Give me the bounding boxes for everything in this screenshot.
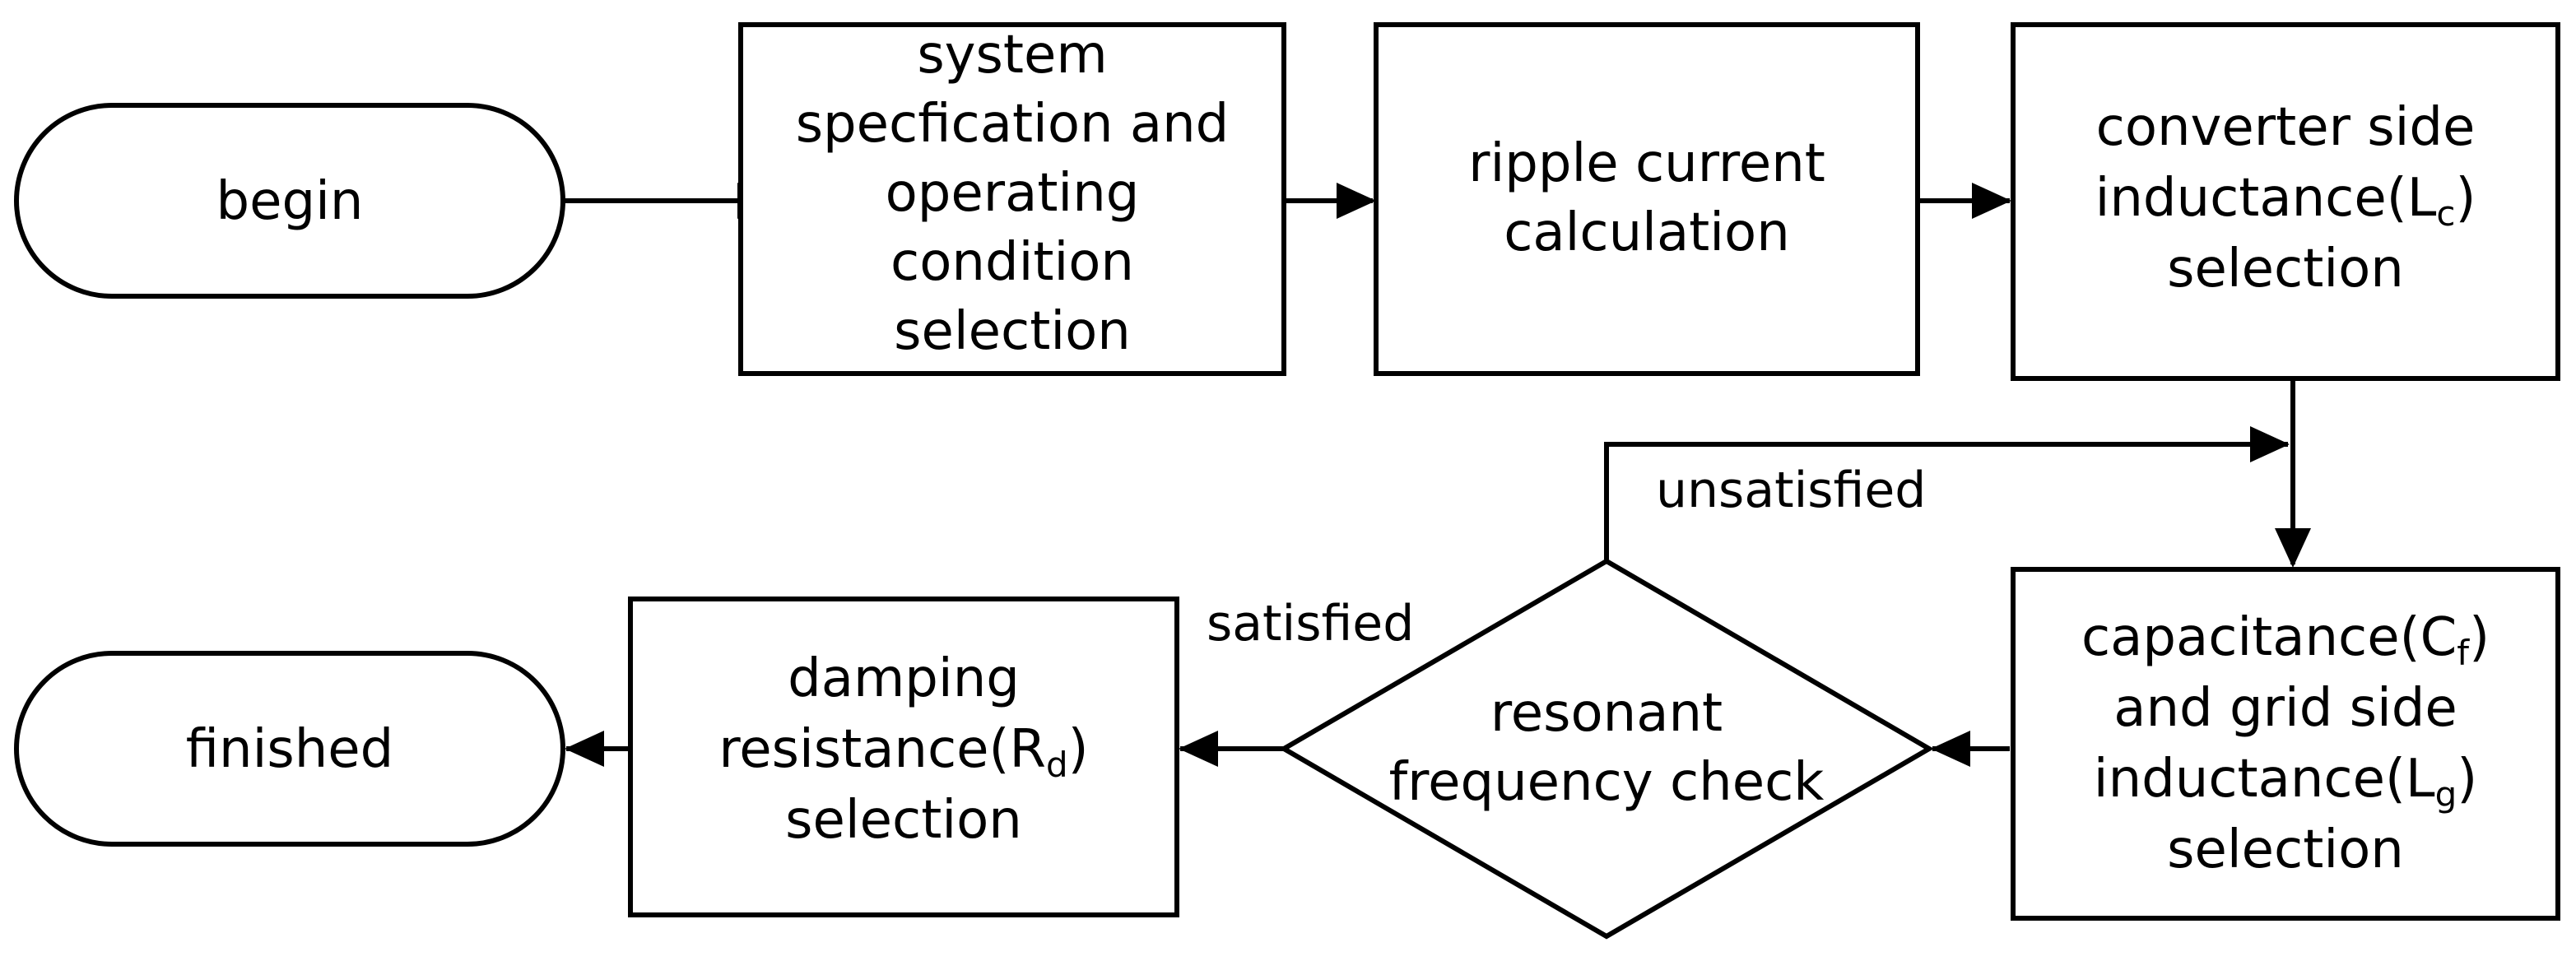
cf-lg-line-1-end: ) xyxy=(2469,607,2490,668)
lc-box xyxy=(2011,22,2560,381)
edge-label-satisfied: satisfied xyxy=(1207,595,1414,652)
ripple-line-1: ripple current xyxy=(1468,133,1825,194)
cf-lg-line-1: capacitance(Cf) xyxy=(2081,607,2490,673)
resonant-node: resonant frequency check xyxy=(1279,558,1934,940)
system-spec-box xyxy=(738,22,1286,376)
rd-box xyxy=(628,597,1179,917)
edges xyxy=(563,198,2295,751)
cf-lg-line-3: inductance(Lg) xyxy=(2094,749,2477,815)
rd-line-3: selection xyxy=(785,790,1022,851)
rd-line-1: damping xyxy=(788,648,1020,709)
cf-lg-box xyxy=(2011,567,2560,921)
resonant-line-1: resonant xyxy=(1490,683,1723,744)
arrowhead-finished xyxy=(565,731,604,767)
cf-lg-line-3-sub: g xyxy=(2435,774,2457,815)
cf-lg-line-4: selection xyxy=(2167,819,2404,880)
edge-label-unsatisfied: unsatisfied xyxy=(1656,462,1926,519)
lc-line-2-text: inductance(L xyxy=(2095,168,2437,229)
system-spec-line-5: selection xyxy=(894,301,1131,362)
rd-line-2-sub: d xyxy=(1046,745,1068,785)
ripple-line-2: calculation xyxy=(1504,202,1790,263)
lc-line-2: inductance(Lc) xyxy=(2095,168,2476,234)
ripple-node: ripple current calculation xyxy=(1374,22,1920,376)
finished-label: finished xyxy=(186,719,394,780)
cf-lg-node: capacitance(Cf) and grid side inductance… xyxy=(2011,567,2560,921)
lc-line-2-end: ) xyxy=(2455,168,2476,229)
lc-line-1: converter side xyxy=(2096,97,2476,158)
system-spec-line-1: system xyxy=(917,25,1107,86)
arrowhead-loop xyxy=(2250,426,2290,462)
cf-lg-line-1-text: capacitance(C xyxy=(2081,607,2457,668)
resonant-line-2: frequency check xyxy=(1389,752,1825,813)
resonant-decision-diamond xyxy=(1279,558,1934,940)
cf-lg-line-2: and grid side xyxy=(2113,678,2457,739)
rd-line-2-end: ) xyxy=(1068,719,1089,780)
rd-line-2: resistance(Rd) xyxy=(718,719,1088,785)
arrowhead-resonant xyxy=(1931,731,1970,767)
rd-line-2-text: resistance(R xyxy=(718,719,1046,780)
lc-line-3: selection xyxy=(2167,239,2404,299)
arrowhead-cf xyxy=(2275,528,2311,568)
begin-label: begin xyxy=(216,171,364,232)
system-spec-node: system specfication and operating condit… xyxy=(738,22,1286,376)
system-spec-line-3: operating xyxy=(886,163,1140,224)
lc-node: converter side inductance(Lc) selection xyxy=(2011,22,2560,381)
finished-node: finished xyxy=(14,651,565,847)
cf-lg-line-3-text: inductance(L xyxy=(2094,749,2435,810)
rd-node: damping resistance(Rd) selection xyxy=(628,597,1179,917)
system-spec-line-4: condition xyxy=(890,232,1134,293)
arrowhead-ripple xyxy=(1337,183,1376,219)
lc-line-2-sub: c xyxy=(2436,193,2455,234)
edge-unsatisfied-loop xyxy=(1604,442,2288,559)
begin-terminal-shape xyxy=(14,103,565,299)
cf-lg-line-1-sub: f xyxy=(2457,633,2470,673)
ripple-box xyxy=(1374,22,1920,376)
finished-terminal-shape xyxy=(14,651,565,847)
system-spec-line-2: specfication and xyxy=(796,94,1230,155)
arrowhead-rd xyxy=(1179,731,1218,767)
cf-lg-line-3-end: ) xyxy=(2457,749,2477,810)
arrowhead-lc xyxy=(1972,183,2011,219)
begin-node: begin xyxy=(14,103,565,299)
